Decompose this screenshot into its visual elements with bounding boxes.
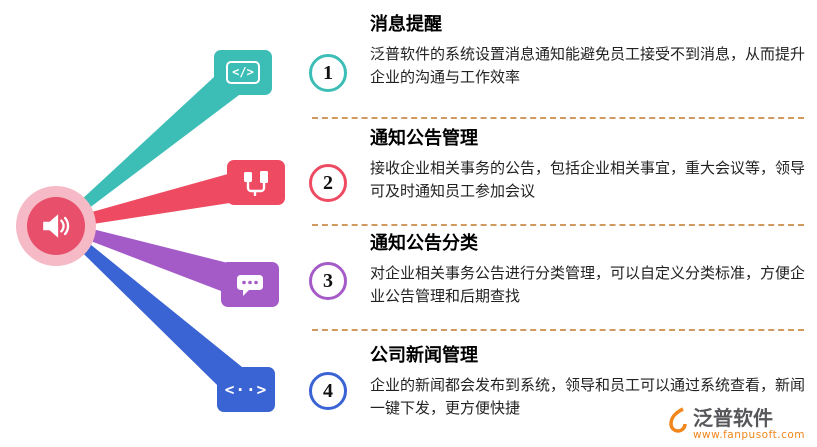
number-badge-3: 3 <box>309 262 347 300</box>
chat-bubble-icon <box>237 274 263 296</box>
ribbon-4 <box>57 222 256 402</box>
section-body: 泛普软件的系统设置消息通知能避免员工接受不到消息，从而提升企业的沟通与工作效率 <box>370 45 806 86</box>
badge-number: 1 <box>323 61 333 84</box>
megaphone-icon <box>43 214 70 238</box>
section-4: 公司新闻管理 企业的新闻都会发布到系统，领导和员工可以通过系统查看，新闻一键下发… <box>370 341 806 419</box>
ribbon-2 <box>59 167 259 229</box>
icon-box-2 <box>227 160 285 205</box>
number-badge-1: 1 <box>309 54 347 92</box>
number-badge-2: 2 <box>309 164 347 202</box>
code-dots-icon: <··> <box>224 380 268 399</box>
dashed-separator <box>312 117 804 119</box>
section-body: 对企业相关事务公告进行分类管理，可以自定义分类标准，方便企业公告管理和后期查找 <box>370 264 806 305</box>
logo-mark-icon <box>669 407 687 433</box>
badge-number: 2 <box>323 171 333 194</box>
section-title: 通知公告管理 <box>370 128 478 149</box>
logo-texts: 泛普软件 www.fanpusoft.com <box>693 407 805 441</box>
icon-box-3 <box>221 262 279 307</box>
logo-url: www.fanpusoft.com <box>692 429 805 441</box>
ribbon-1 <box>57 59 254 229</box>
section-3: 通知公告分类 对企业相关事务公告进行分类管理，可以自定义分类标准，方便企业公告管… <box>370 229 806 307</box>
section-2: 通知公告管理 接收企业相关事务的公告，包括企业相关事宜，重大会议等，领导可及时通… <box>370 124 806 202</box>
section-body: 接收企业相关事务的公告，包括企业相关事宜，重大会议等，领导可及时通知员工参加会议 <box>370 159 806 200</box>
dashed-separator <box>312 224 804 226</box>
section-body: 企业的新闻都会发布到系统，领导和员工可以通过系统查看，新闻一键下发，更方便快捷 <box>370 376 806 417</box>
usb-cable-icon <box>244 170 268 196</box>
badge-number: 3 <box>323 269 333 292</box>
number-badge-4: 4 <box>309 372 347 410</box>
dashed-separator <box>312 329 804 331</box>
section-title: 消息提醒 <box>370 14 442 35</box>
section-title: 公司新闻管理 <box>370 345 478 366</box>
hub-inner-circle <box>27 197 85 255</box>
icon-box-4: <··> <box>217 367 275 412</box>
badge-number: 4 <box>323 379 333 402</box>
ribbon-3 <box>58 221 255 301</box>
logo-name: 泛普软件 <box>692 406 773 430</box>
hub-outer-circle <box>16 186 96 266</box>
section-title: 通知公告分类 <box>370 233 478 254</box>
brand-logo: 泛普软件 www.fanpusoft.com <box>668 407 805 441</box>
code-window-icon: </> <box>226 61 260 84</box>
icon-box-1: </> <box>214 50 272 95</box>
section-1: 消息提醒 泛普软件的系统设置消息通知能避免员工接受不到消息，从而提升企业的沟通与… <box>370 10 806 88</box>
